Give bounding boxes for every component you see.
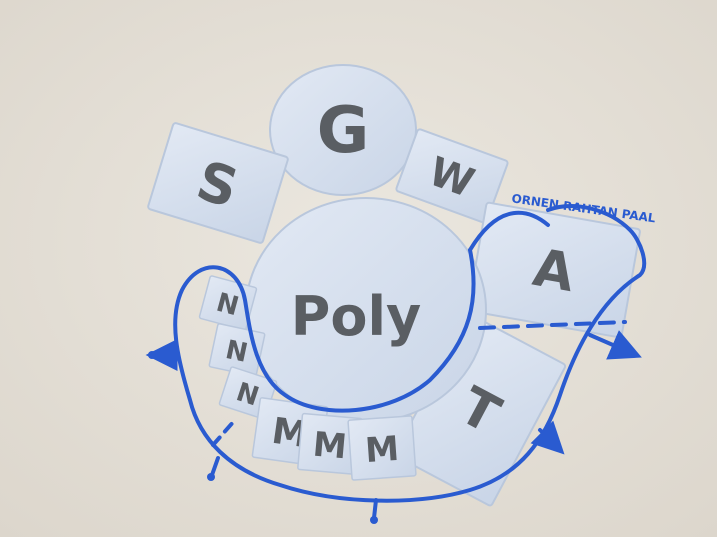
tick-dot-left [148, 351, 156, 359]
circle-g-label: G [317, 94, 370, 168]
tick-bottom [374, 500, 376, 518]
circle-g: G [270, 65, 416, 195]
circle-poly-label: Poly [291, 285, 421, 348]
bottom-block-m-3: M [348, 416, 416, 480]
tick-dot-bottom [370, 516, 378, 524]
bottom-block-m-2-label: M [311, 425, 348, 468]
circle-poly: Poly [246, 198, 486, 422]
tick-dot-bottom-left [207, 473, 215, 481]
bottom-block-m-3-label: M [364, 429, 401, 471]
